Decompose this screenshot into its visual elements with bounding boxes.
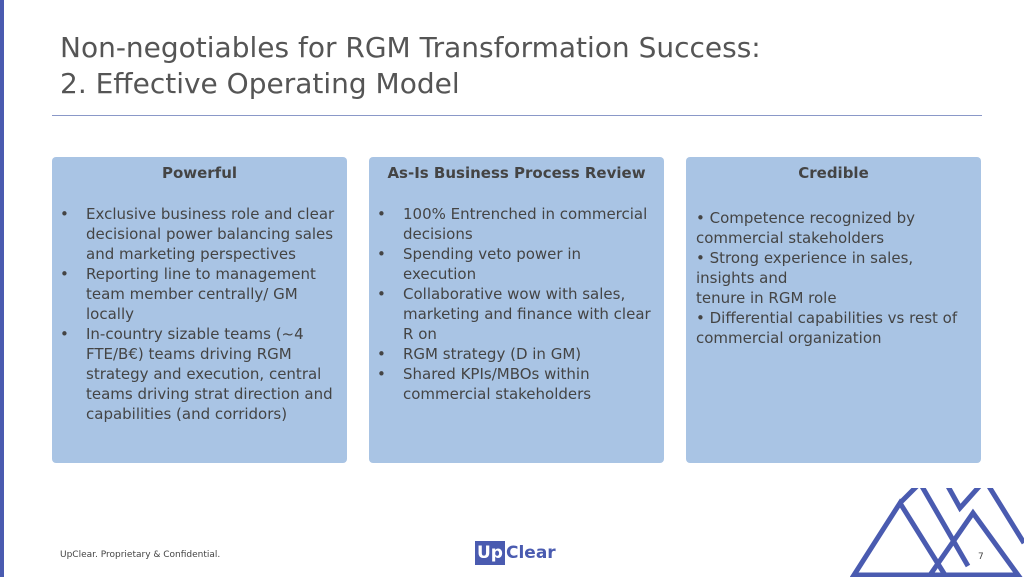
column-heading: As-Is Business Process Review <box>387 164 646 182</box>
title-line-2: 2. Effective Operating Model <box>60 67 460 100</box>
column-credible: Credible • Competence recognized by comm… <box>686 157 981 463</box>
column-powerful: Powerful Exclusive business role and cle… <box>52 157 347 463</box>
upclear-logo: Up Clear <box>475 541 557 565</box>
logo-up: Up <box>475 541 505 565</box>
mountain-logo-icon <box>850 488 1024 577</box>
bullet: Shared KPIs/MBOs within commercial stake… <box>377 364 654 404</box>
text-line: tenure in RGM role <box>696 289 837 307</box>
column-business-process: As-Is Business Process Review 100% Entre… <box>369 157 664 463</box>
page-number: 7 <box>978 552 984 562</box>
text-line: • Differential capabilities vs rest of c… <box>696 309 962 347</box>
bullet: RGM strategy (D in GM) <box>377 344 654 364</box>
left-accent-bar <box>0 0 4 577</box>
confidential-note: UpClear. Proprietary & Confidential. <box>60 550 221 560</box>
bullet: In-country sizable teams (~4 FTE/B€) tea… <box>60 324 337 424</box>
logo-clear: Clear <box>505 543 556 563</box>
column-heading: Powerful <box>161 164 238 182</box>
text-line: • Competence recognized by commercial st… <box>696 209 920 247</box>
text-line: • Strong experience in sales, insights a… <box>696 249 918 287</box>
title-divider <box>52 115 982 116</box>
bullet: 100% Entrenched in commercial decisions <box>377 204 654 244</box>
bullet: Spending veto power in execution <box>377 244 654 284</box>
bullet: Exclusive business role and clear decisi… <box>60 204 337 264</box>
title-line-1: Non-negotiables for RGM Transformation S… <box>60 31 761 64</box>
bullet: Collaborative wow with sales, marketing … <box>377 284 654 344</box>
slide-title: Non-negotiables for RGM Transformation S… <box>60 30 761 102</box>
bullet: Reporting line to management team member… <box>60 264 337 324</box>
column-heading: Credible <box>798 164 869 182</box>
